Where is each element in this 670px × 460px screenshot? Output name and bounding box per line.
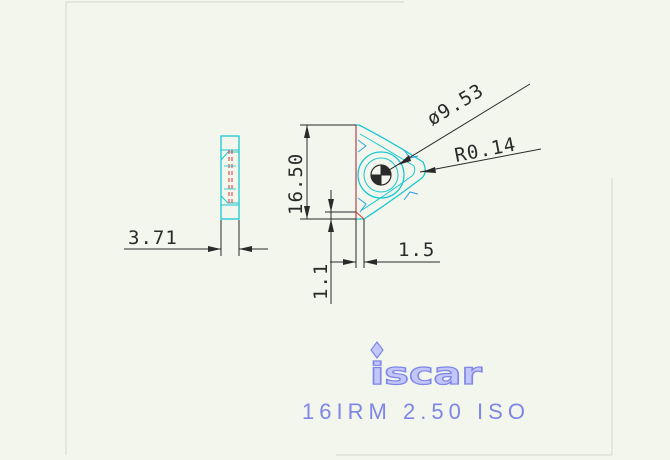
dimension-corner-radius-label: R0.14 — [453, 133, 518, 166]
dimension-diameter — [380, 83, 531, 176]
dimension-thickness — [124, 220, 268, 256]
insert-side-view — [220, 135, 240, 220]
dimension-depth-label: 1.1 — [310, 263, 332, 300]
part-code: 16IRM 2.50 ISO — [302, 399, 528, 424]
brand-logo: iscar — [369, 341, 483, 393]
dimension-width — [330, 219, 440, 268]
brand-wordmark: iscar — [370, 357, 482, 392]
dimension-depth — [325, 190, 356, 304]
dimension-diameter-label: ø9.53 — [423, 79, 488, 130]
dimension-corner-radius — [419, 148, 542, 173]
dimension-height-label: 16.50 — [285, 153, 307, 215]
dimension-width-label: 1.5 — [398, 239, 435, 261]
logo-diamond-mark — [370, 341, 384, 359]
dimension-height — [300, 124, 356, 220]
dimension-thickness-label: 3.71 — [128, 227, 178, 249]
sheet-border — [65, 1, 613, 456]
insert-front-view — [355, 124, 426, 220]
